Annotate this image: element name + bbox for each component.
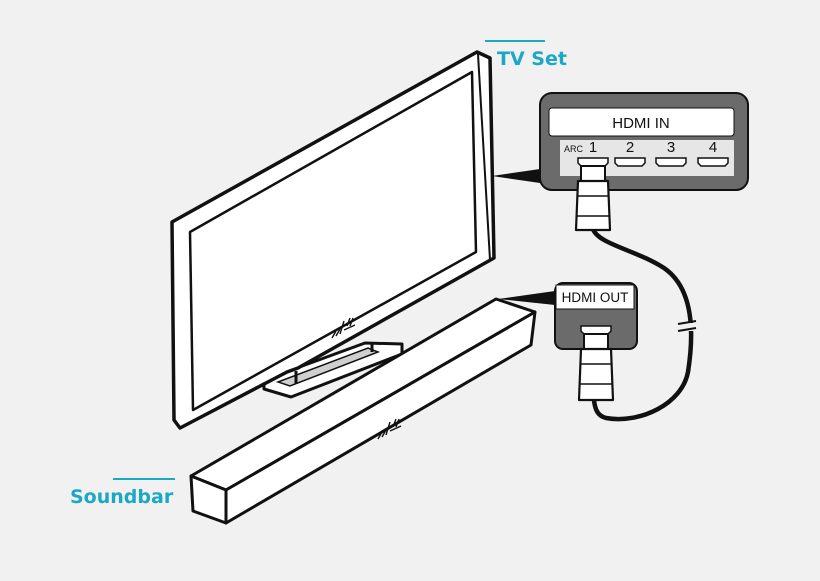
hdmi-in-port-1-number: 1 — [589, 139, 597, 156]
hdmi-out-panel: HDMI OUT — [554, 282, 638, 350]
hdmi-cable-wire — [590, 226, 694, 422]
hdmi-out-port — [580, 325, 612, 335]
soundbar — [189, 291, 555, 525]
hdmi-in-port-2 — [614, 157, 646, 167]
tv-set — [170, 50, 540, 430]
hdmi-plug-tv — [574, 165, 612, 232]
hdmi-in-port-3 — [655, 157, 687, 167]
tv-set-callout-rule — [485, 40, 545, 42]
soundbar-label: Soundbar — [70, 486, 174, 508]
arc-label: ARC — [564, 144, 584, 154]
tv-set-label: TV Set — [497, 48, 567, 70]
tv-logo — [331, 317, 356, 339]
soundbar-side — [189, 474, 228, 525]
hdmi-in-panel: HDMI IN ARC 1 2 3 4 — [539, 92, 749, 191]
hdmi-in-port-1 — [577, 157, 609, 167]
hdmi-in-port-4-number: 4 — [709, 139, 717, 156]
hdmi-plug-soundbar — [577, 333, 615, 402]
tv-stand — [262, 341, 404, 399]
hdmi-in-title: HDMI IN — [612, 115, 670, 132]
hdmi-in-port-3-number: 3 — [667, 139, 675, 156]
tv-screen — [188, 70, 478, 412]
soundbar-panel-pointer — [498, 291, 555, 305]
tv-panel-pointer — [492, 169, 540, 183]
hdmi-out-title: HDMI OUT — [562, 290, 629, 305]
hdmi-cable — [574, 165, 697, 422]
soundbar-logo — [377, 418, 402, 440]
cable-break-mark — [677, 320, 697, 332]
hdmi-in-port-4 — [697, 157, 729, 167]
hdmi-in-port-2-number: 2 — [626, 139, 634, 156]
soundbar-callout-rule — [113, 478, 175, 480]
